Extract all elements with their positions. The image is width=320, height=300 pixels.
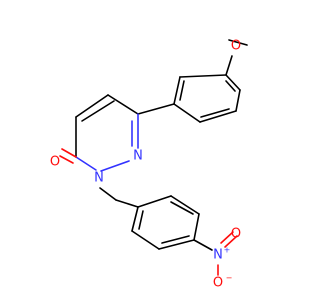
- bond-ar2-3: [158, 239, 195, 250]
- bond-ar2-2: [131, 230, 160, 250]
- atom-nitro-oxygen-double: O: [231, 227, 241, 242]
- bond-ar1-5: [173, 76, 181, 105]
- bond-ar2-4: [193, 213, 200, 241]
- bond-pyr-2-double: [81, 100, 115, 122]
- bond-ar2-inner-3: [170, 201, 194, 215]
- bond-ar1-inner-3: [179, 80, 185, 101]
- bond-ch2-ring: [115, 199, 139, 208]
- bond-methyl-o: [228, 39, 248, 46]
- bond-carbonyl-1: [61, 148, 77, 158]
- bond-ar1-2: [235, 89, 241, 112]
- bond-nitro-double-1: [220, 231, 234, 244]
- atom-carbonyl-oxygen: O: [50, 155, 60, 170]
- bond-nitro-double-2: [224, 235, 238, 248]
- bond-pyr-1: [107, 94, 139, 115]
- bond-pyr-5: [100, 160, 130, 172]
- atom-ring-nitrogen-2: N: [94, 171, 104, 186]
- bond-ar2-inner-1: [138, 210, 144, 230]
- bond-ar1-inner-2: [200, 108, 230, 118]
- bond-ar1-pyridazine: [137, 103, 175, 115]
- bond-pyr-2: [75, 94, 109, 118]
- molecule-canvas: O O N N N + O O −: [50, 39, 248, 291]
- nitro-nitrogen-charge: +: [224, 246, 231, 255]
- bond-o-ring: [225, 55, 233, 76]
- bond-ar2-6: [137, 195, 172, 208]
- bond-ar2-inner-2: [161, 235, 190, 244]
- atom-nitro-oxygen-single: O: [213, 276, 223, 291]
- bond-pyr-4: [75, 156, 97, 171]
- bond-ar1-6: [179, 74, 227, 78]
- bond-carbonyl-2: [59, 155, 74, 164]
- bond-ar1-1: [225, 74, 241, 91]
- bond-ar2-1: [131, 206, 139, 232]
- bond-n-ch2: [99, 187, 117, 201]
- nitro-oxygen-charge: −: [226, 274, 233, 283]
- bond-ar1-3: [199, 110, 237, 123]
- structure-diagram: O O N N N + O O −: [50, 39, 248, 291]
- atom-nitro-nitrogen: N: [213, 248, 223, 263]
- atom-ring-nitrogen-1: N: [133, 149, 143, 164]
- bond-ar1-4: [173, 103, 201, 123]
- bond-ar1-inner-1: [225, 80, 236, 92]
- atom-methoxy-oxygen: O: [231, 39, 241, 54]
- bond-ar2-nitro: [193, 239, 213, 251]
- bond-ar2-5: [170, 195, 200, 215]
